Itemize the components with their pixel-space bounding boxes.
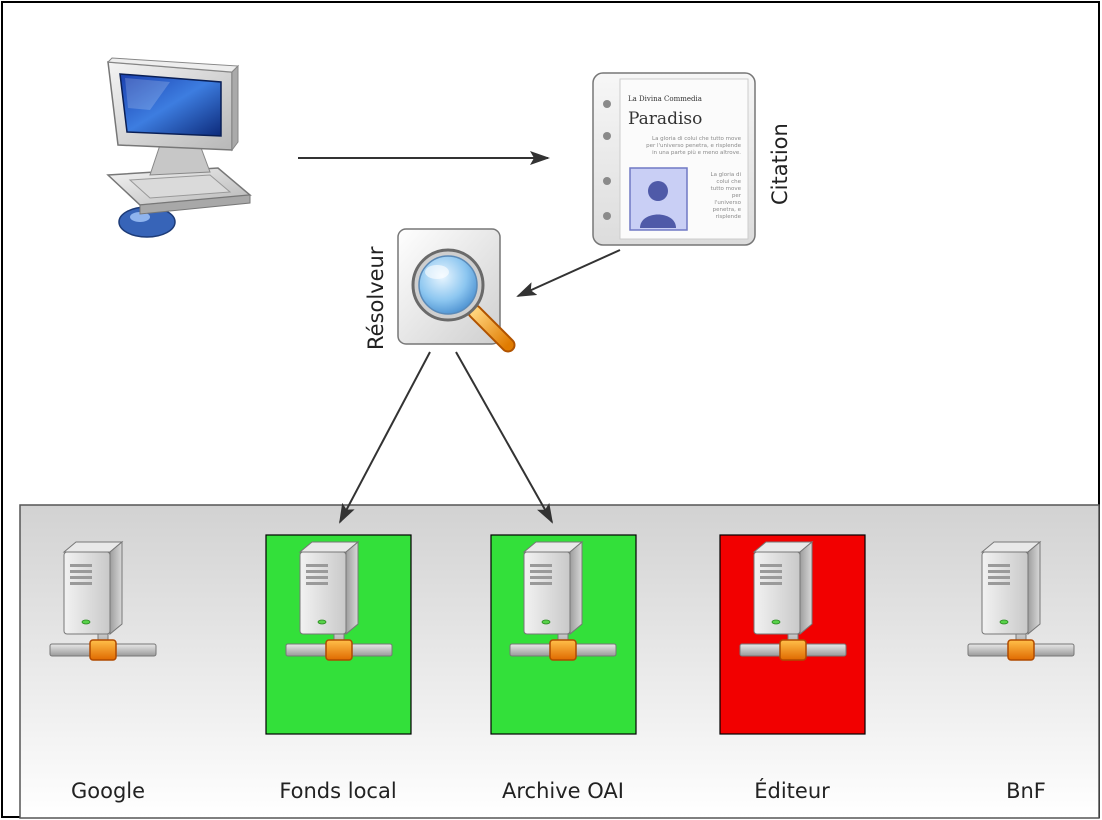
doc-para2-line: l'universo: [714, 200, 741, 206]
doc-para2-line: tutto move: [711, 186, 742, 192]
doc-para1-line: per l'universo penetra, e risplende: [646, 143, 741, 149]
server-fonds-local: Fonds local: [265, 534, 412, 803]
server-bnf: BnF: [967, 541, 1075, 803]
resolver-label: Résolveur: [364, 246, 388, 350]
resolver-icon: [397, 228, 516, 353]
citation-document-icon: La Divina Commedia Paradiso La gloria di…: [592, 72, 756, 246]
server-label: Fonds local: [279, 779, 396, 803]
arrow-citation-to-resolver: [516, 249, 621, 297]
server-label: Éditeur: [754, 778, 830, 803]
citation-label: Citation: [768, 123, 792, 205]
doc-para2-line: La gloria di: [711, 172, 742, 178]
doc-para2-line: colui che: [716, 179, 741, 185]
doc-title: Paradiso: [628, 109, 702, 129]
computer-icon: [106, 57, 252, 238]
portrait-image: [629, 167, 688, 231]
server-google: Google: [49, 541, 157, 803]
doc-para2-line: penetra, e: [713, 207, 742, 213]
server-label: Archive OAI: [502, 779, 624, 803]
doc-para2-line: risplende: [716, 214, 742, 220]
server-editeur: Éditeur: [719, 534, 866, 803]
doc-header: La Divina Commedia: [628, 95, 702, 103]
server-label: Google: [71, 779, 145, 803]
doc-para1-line: in una parte più e meno altrove.: [652, 149, 741, 156]
doc-para2-line: per: [732, 193, 742, 199]
server-archive-oai: Archive OAI: [490, 534, 637, 803]
arrow-resolver-to-fonds-local: [339, 351, 431, 524]
server-label: BnF: [1006, 779, 1046, 803]
servers-group: Google Fonds local Archive OAI Éditeur B…: [49, 534, 1075, 803]
arrow-resolver-to-archive-oai: [455, 351, 553, 524]
doc-para1-line: La gloria di colui che tutto move: [652, 136, 742, 142]
